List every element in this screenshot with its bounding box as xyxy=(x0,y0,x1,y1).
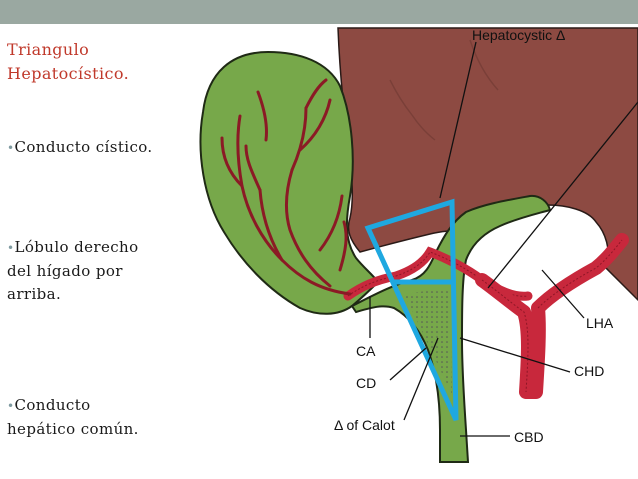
text-panel: Triangulo Hepatocístico. •Conducto císti… xyxy=(0,24,200,479)
bullet-icon: • xyxy=(7,241,15,255)
title-line-2: Hepatocístico. xyxy=(7,64,130,83)
title-line-1: Triangulo xyxy=(7,40,90,59)
label-cd: CD xyxy=(356,375,376,391)
label-chd: CHD xyxy=(574,363,604,379)
artery-texture xyxy=(481,239,623,393)
liver-vessel xyxy=(389,79,436,141)
bullet-icon: • xyxy=(7,399,15,413)
calot-triangle-area xyxy=(404,288,452,394)
bullet-icon: • xyxy=(7,141,15,155)
hepatocystic-triangle-outline xyxy=(364,198,459,422)
label-cbd: CBD xyxy=(514,429,544,445)
bullet-conducto-hepatico: •Conducto hepático común. xyxy=(7,394,139,441)
leader-lines xyxy=(369,41,638,437)
label-lha: LHA xyxy=(586,315,614,331)
bullet-text-line-2: hepático común. xyxy=(7,420,139,438)
label-hepatocystic: Hepatocystic Δ xyxy=(472,27,565,43)
bullet-text: Conducto cístico. xyxy=(14,138,153,156)
top-bar xyxy=(0,0,638,24)
label-ca: CA xyxy=(356,343,376,359)
bullet-text-line-2: del hígado por xyxy=(7,262,123,280)
bullet-lobulo-derecho: •Lóbulo derecho del hígado por arriba. xyxy=(7,236,139,306)
bullet-text-line-3: arriba. xyxy=(7,285,62,303)
liver-vessel xyxy=(469,39,499,91)
bullet-conducto-cistico: •Conducto cístico. xyxy=(7,136,153,160)
label-calot: Δ of Calot xyxy=(334,417,395,433)
bullet-text-line-1: Lóbulo derecho xyxy=(14,238,139,256)
bullet-text-line-1: Conducto xyxy=(14,396,91,414)
gallbladder-vessels xyxy=(220,78,352,296)
slide-title: Triangulo Hepatocístico. xyxy=(7,38,129,86)
